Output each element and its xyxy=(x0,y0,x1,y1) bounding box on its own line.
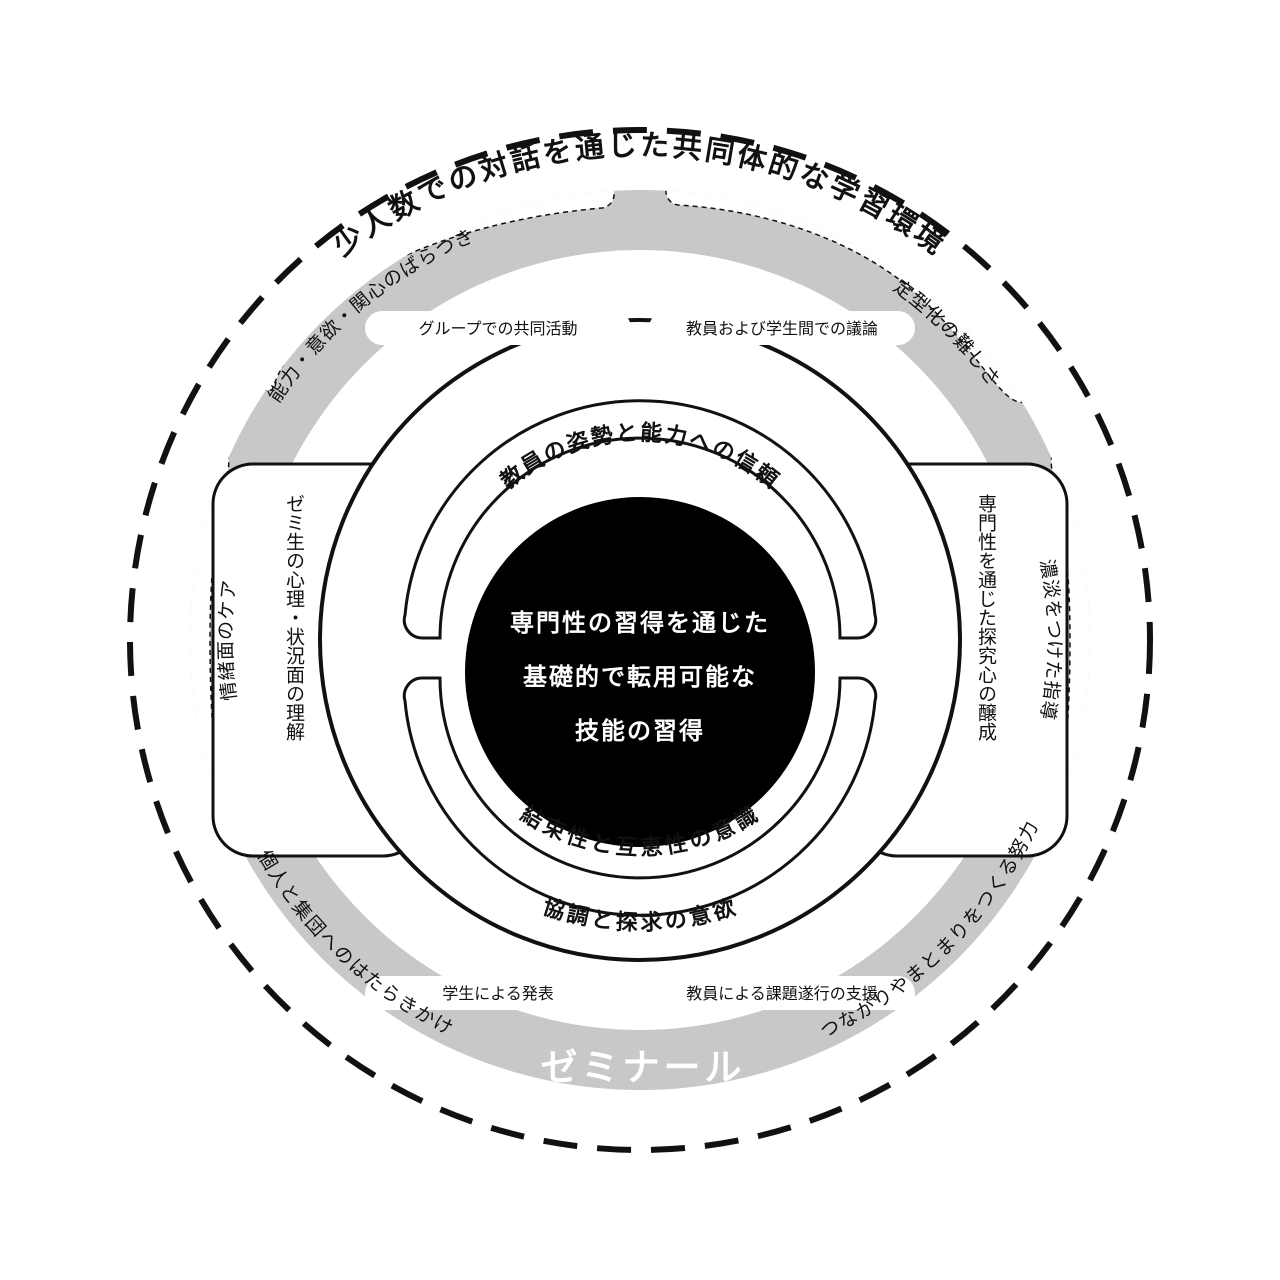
pill-top-left-label: グループでの共同活動 xyxy=(418,319,577,338)
core-line-1: 専門性の習得を通じた xyxy=(510,609,770,637)
seminar-label: ゼミナール xyxy=(541,1046,746,1089)
side-box-left-label: ゼミ生の心理・状況面の理解 xyxy=(283,494,305,741)
inner-band-top xyxy=(402,399,878,640)
pill-bottom-right-label: 教員による課題遂行の支援 xyxy=(686,984,878,1003)
inner-band-bottom xyxy=(402,676,878,917)
pill-bottom-left-label: 学生による発表 xyxy=(442,984,554,1003)
pill-top-right xyxy=(649,311,915,345)
side-box-right-label: 専門性を通じた探究心の醸成 xyxy=(975,494,997,741)
core-circle xyxy=(465,497,815,847)
core-line-3: 技能の習得 xyxy=(575,717,705,745)
pill-bottom-right xyxy=(649,976,915,1010)
pill-top-left xyxy=(365,311,631,345)
pill-top-right-label: 教員および学生間での議論 xyxy=(686,319,878,338)
outer-dashed-ring xyxy=(127,127,1153,1153)
pill-bottom-left xyxy=(365,976,631,1010)
core-line-2: 基礎的で転用可能な xyxy=(523,663,757,691)
